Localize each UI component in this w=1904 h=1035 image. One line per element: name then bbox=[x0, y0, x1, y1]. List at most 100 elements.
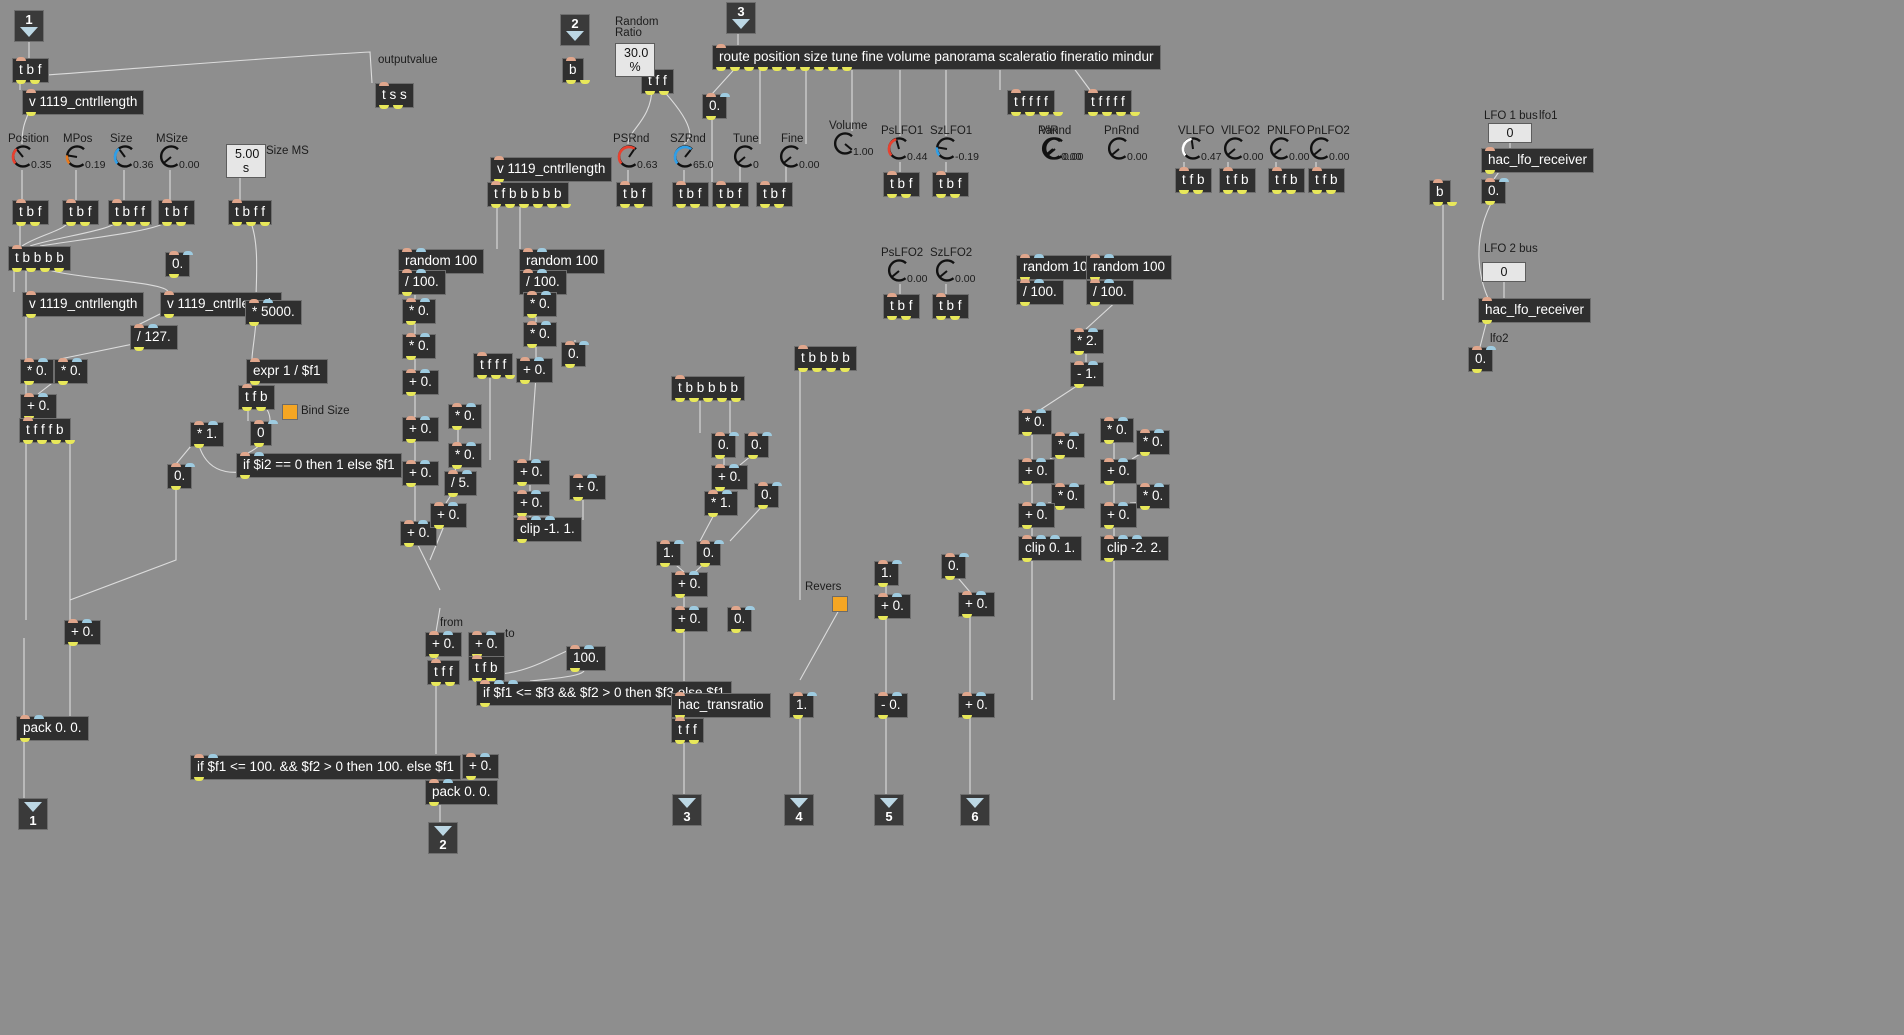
obj-num-1-a[interactable]: 1. bbox=[656, 540, 684, 567]
inlet[interactable] bbox=[936, 293, 946, 297]
knob-szrnd[interactable] bbox=[672, 144, 698, 170]
inlet[interactable] bbox=[38, 393, 48, 397]
obj-add-0-to[interactable]: + 0. bbox=[468, 631, 505, 658]
inlet[interactable] bbox=[1104, 254, 1114, 258]
inlet[interactable] bbox=[729, 464, 739, 468]
outlet[interactable] bbox=[80, 221, 90, 226]
inlet[interactable] bbox=[1055, 483, 1065, 487]
obj-mul-0-b[interactable]: * 0. bbox=[54, 358, 89, 385]
inlet[interactable] bbox=[714, 540, 724, 544]
outlet[interactable] bbox=[176, 221, 186, 226]
obj-if-bindsize[interactable]: if $i2 == 0 then 1 else $f1 bbox=[236, 452, 402, 479]
outlet[interactable] bbox=[65, 439, 75, 444]
inlet[interactable] bbox=[720, 93, 730, 97]
inlet[interactable] bbox=[406, 369, 416, 373]
obj-mul-0-h[interactable]: * 0. bbox=[523, 321, 558, 348]
inlet[interactable] bbox=[12, 245, 22, 249]
obj-tfbbbbb[interactable]: t f b b b b b bbox=[487, 181, 571, 208]
obj-div-100-c[interactable]: / 100. bbox=[1016, 279, 1064, 306]
inlet[interactable] bbox=[402, 269, 412, 273]
outlet[interactable] bbox=[1090, 301, 1100, 306]
obj-add-0-o[interactable]: + 0. bbox=[874, 593, 911, 620]
obj-mul-1-bind[interactable]: * 1. bbox=[190, 421, 225, 448]
inlet[interactable] bbox=[183, 251, 193, 255]
obj-tbf-msize[interactable]: t b f bbox=[158, 199, 195, 226]
obj-div-100-d[interactable]: / 100. bbox=[1086, 279, 1134, 306]
outlet[interactable] bbox=[715, 454, 725, 459]
obj-num-b[interactable]: 0. bbox=[167, 463, 195, 490]
obj-add-0-h[interactable]: + 0. bbox=[516, 357, 553, 384]
inlet[interactable] bbox=[1036, 409, 1046, 413]
inlet[interactable] bbox=[24, 393, 34, 397]
inlet[interactable] bbox=[675, 375, 685, 379]
obj-tbf-mpos[interactable]: t b f bbox=[62, 199, 99, 226]
obj-v-cntrllength-2[interactable]: v 1119_cntrllength bbox=[490, 156, 613, 183]
inlet[interactable] bbox=[675, 717, 685, 721]
obj-add-0-left[interactable]: + 0. bbox=[64, 619, 101, 646]
inlet[interactable] bbox=[404, 520, 414, 524]
outlet[interactable] bbox=[1039, 111, 1049, 116]
outlet[interactable] bbox=[527, 313, 537, 318]
obj-tfb-vllfo[interactable]: t f b bbox=[1175, 167, 1212, 194]
knob-vlrnd[interactable] bbox=[1042, 136, 1068, 162]
obj-num-c[interactable]: 0. bbox=[561, 341, 589, 368]
inlet[interactable] bbox=[134, 324, 144, 328]
inlet[interactable] bbox=[462, 470, 472, 474]
outlet[interactable] bbox=[1020, 301, 1030, 306]
knob-pnlfo2[interactable] bbox=[1308, 136, 1334, 162]
inlet[interactable] bbox=[762, 432, 772, 436]
outlet[interactable] bbox=[140, 221, 150, 226]
outlet[interactable] bbox=[194, 776, 204, 781]
outlet[interactable] bbox=[1022, 557, 1032, 562]
outlet[interactable] bbox=[962, 613, 972, 618]
inlet[interactable] bbox=[20, 715, 30, 719]
outlet[interactable] bbox=[842, 66, 852, 71]
inlet[interactable] bbox=[541, 291, 551, 295]
outlet[interactable] bbox=[66, 221, 76, 226]
outlet[interactable] bbox=[570, 667, 580, 672]
inlet[interactable] bbox=[429, 779, 439, 783]
obj-tss[interactable]: t s s bbox=[375, 82, 414, 109]
outlet[interactable] bbox=[194, 443, 204, 448]
outlet-3[interactable]: 3 bbox=[672, 794, 702, 826]
outlet[interactable] bbox=[452, 464, 462, 469]
outlet[interactable] bbox=[878, 714, 888, 719]
inlet[interactable] bbox=[566, 57, 576, 61]
obj-add-0-u[interactable]: + 0. bbox=[1100, 502, 1137, 529]
knob-pslfo2[interactable] bbox=[886, 258, 912, 284]
outlet[interactable] bbox=[800, 66, 810, 71]
obj-mul-0-n[interactable]: * 0. bbox=[1136, 483, 1171, 510]
inlet[interactable] bbox=[531, 490, 541, 494]
outlet[interactable] bbox=[26, 313, 36, 318]
obj-tfff[interactable]: t f f f bbox=[473, 352, 515, 379]
outlet[interactable] bbox=[40, 267, 50, 272]
inlet[interactable] bbox=[1140, 429, 1150, 433]
inlet[interactable] bbox=[959, 553, 969, 557]
inlet[interactable] bbox=[1088, 89, 1098, 93]
knob-vllfo[interactable] bbox=[1180, 136, 1206, 162]
outlet[interactable] bbox=[16, 79, 26, 84]
obj-tbf-pos[interactable]: t b f bbox=[12, 199, 49, 226]
outlet[interactable] bbox=[240, 474, 250, 479]
obj-tff-from[interactable]: t f f bbox=[427, 659, 460, 686]
obj-add-0-s[interactable]: + 0. bbox=[1018, 502, 1055, 529]
obj-tfb-to[interactable]: t f b bbox=[468, 655, 505, 682]
outlet[interactable] bbox=[254, 442, 264, 447]
inlet[interactable] bbox=[486, 631, 496, 635]
inlet[interactable] bbox=[878, 692, 888, 696]
obj-sub-1[interactable]: - 1. bbox=[1070, 361, 1104, 388]
outlet[interactable] bbox=[798, 367, 808, 372]
numbox-lfo1-bus[interactable]: 0 bbox=[1488, 123, 1532, 143]
outlet[interactable] bbox=[1053, 111, 1063, 116]
outlet[interactable] bbox=[748, 454, 758, 459]
outlet[interactable] bbox=[706, 115, 716, 120]
inlet[interactable] bbox=[58, 358, 68, 362]
obj-mul-0-c[interactable]: * 0. bbox=[402, 298, 437, 325]
outlet[interactable] bbox=[429, 653, 439, 658]
knob-szlfo1[interactable] bbox=[934, 136, 960, 162]
knob-volume[interactable] bbox=[832, 131, 858, 157]
outlet[interactable] bbox=[486, 677, 496, 682]
obj-b-lfo[interactable]: b bbox=[1429, 179, 1457, 206]
outlet[interactable] bbox=[901, 193, 911, 198]
inlet[interactable] bbox=[722, 490, 732, 494]
